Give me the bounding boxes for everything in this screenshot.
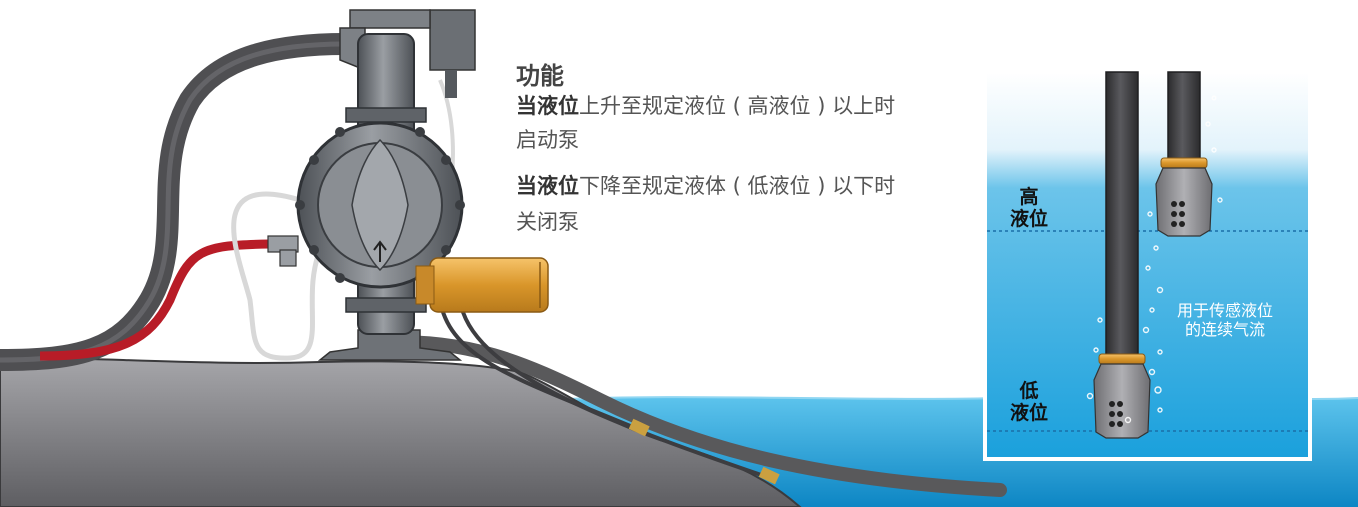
low-sensor-head [1093, 363, 1151, 439]
air-bubbles [1086, 95, 1223, 424]
function-line-1-highlight: 当液位 [516, 94, 579, 118]
low-level-label: 低 液位 [1010, 380, 1048, 424]
sensor-tip-2 [758, 466, 780, 485]
airflow-label-1: 用于传感液位 [1176, 301, 1273, 320]
high-level-label-1: 高 [1019, 186, 1039, 208]
sensor-tip-1 [628, 418, 650, 437]
airflow-label: 用于传感液位 的连续气流 [1170, 301, 1280, 339]
low-level-label-2: 液位 [1010, 402, 1049, 424]
high-level-label: 高 液位 [1010, 186, 1048, 230]
high-sensor-pipe [1167, 71, 1201, 163]
function-line-1: 当液位上升至规定液位 ( 高液位 ) 以上时 [516, 92, 895, 120]
airflow-label-2: 的连续气流 [1184, 320, 1265, 339]
clear-tube [231, 191, 323, 361]
function-title: 功能 [516, 62, 564, 90]
pump-base [317, 329, 463, 361]
low-level-label-1: 低 [1019, 380, 1039, 402]
sensor-line-2 [458, 299, 771, 480]
function-line-3: 当液位下降至规定液体 ( 低液位 ) 以下时 [516, 172, 895, 200]
low-sensor-pipe [1105, 71, 1139, 359]
air-supply-hose [39, 239, 271, 361]
function-line-3-highlight: 当液位 [516, 174, 579, 198]
function-line-4: 关闭泵 [516, 210, 579, 234]
controller-box [429, 9, 476, 71]
suction-hose [0, 33, 356, 371]
solenoid-valve [429, 257, 549, 313]
function-line-3-rest: 下降至规定液体 ( 低液位 ) 以下时 [579, 174, 896, 198]
function-line-2: 启动泵 [516, 128, 579, 152]
function-line-1-rest: 上升至规定液位 ( 高液位 ) 以上时 [579, 94, 896, 118]
high-level-label-2: 液位 [1010, 208, 1049, 230]
